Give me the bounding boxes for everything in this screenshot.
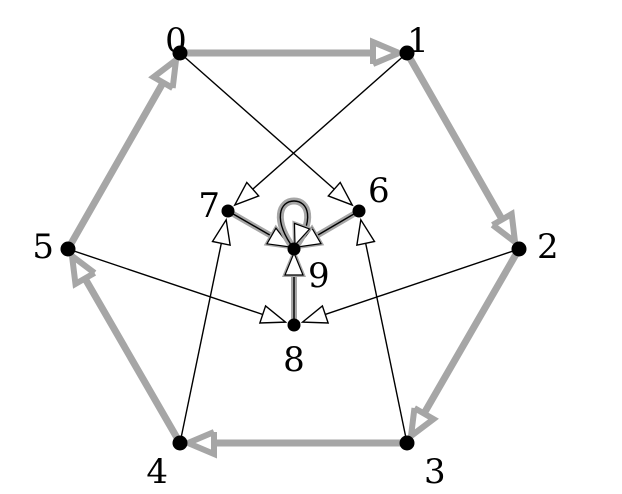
edge-0-6 (179, 52, 354, 207)
node-1 (399, 45, 415, 61)
node-7 (221, 204, 235, 218)
edge-5-0 (64, 53, 180, 253)
labels-layer: 0 1 2 3 4 5 6 7 8 9 (32, 21, 558, 492)
edge-9-9-loop (276, 197, 313, 252)
edge-5-8-arrowhead (258, 304, 288, 324)
edge-8-9 (282, 247, 306, 328)
node-5-label: 5 (32, 227, 54, 267)
node-4-label: 4 (146, 452, 168, 492)
edge-1-7 (233, 52, 408, 207)
edge-0-1-arrowhead (370, 37, 407, 67)
edges-layer (64, 37, 523, 459)
node-2-label: 2 (537, 227, 559, 267)
edge-2-3 (407, 245, 523, 443)
edge-5-8-line (67, 248, 265, 316)
edge-1-7-line (250, 52, 408, 192)
edge-4-7-arrowhead (211, 217, 231, 247)
edge-3-4 (180, 429, 411, 459)
node-8-label: 8 (283, 340, 305, 380)
edge-4-7 (179, 217, 231, 444)
edge-0-6-arrowhead (327, 181, 354, 207)
node-7-label: 7 (198, 186, 220, 226)
edge-7-9-line (227, 210, 272, 237)
node-1-label: 1 (407, 21, 429, 61)
edge-2-8-line (323, 248, 520, 316)
edge-2-3-line (410, 245, 523, 435)
edge-2-8 (300, 248, 520, 324)
edge-1-2 (403, 49, 519, 249)
edge-3-6-line (364, 241, 408, 444)
edge-0-6-line (179, 52, 337, 192)
edge-4-5-arrowhead (68, 249, 97, 289)
edge-5-8 (67, 248, 288, 324)
edge-2-8-arrowhead (300, 304, 330, 324)
node-3-label: 3 (424, 452, 446, 492)
node-0 (172, 45, 188, 61)
edge-4-7-line (179, 241, 223, 444)
edge-4-5 (68, 249, 184, 447)
edge-4-5-line (71, 257, 184, 447)
edge-2-3-arrowhead (407, 405, 439, 443)
node-6-label: 6 (368, 171, 390, 211)
edge-3-6 (356, 217, 408, 444)
node-9-label: 9 (308, 256, 330, 296)
node-0-label: 0 (165, 21, 187, 61)
node-4 (172, 435, 188, 451)
edge-5-0-line (64, 61, 177, 253)
node-9 (287, 242, 301, 256)
edge-0-1 (176, 37, 407, 67)
edge-8-9-arrowhead (284, 251, 304, 276)
loop-arrowhead (293, 222, 311, 247)
edge-6-9-line (316, 210, 360, 237)
node-2 (511, 241, 527, 257)
edge-1-2-arrowhead (490, 209, 519, 249)
edge-1-2-line (403, 49, 516, 241)
nodes-layer (60, 45, 527, 451)
node-3 (399, 435, 415, 451)
edge-3-4-arrowhead (180, 429, 217, 459)
node-5 (60, 241, 76, 257)
edge-5-0-arrowhead (148, 53, 180, 91)
edge-3-6-arrowhead (356, 217, 376, 247)
node-6 (352, 204, 366, 218)
node-8 (287, 318, 301, 332)
edge-1-7-arrowhead (233, 181, 260, 207)
